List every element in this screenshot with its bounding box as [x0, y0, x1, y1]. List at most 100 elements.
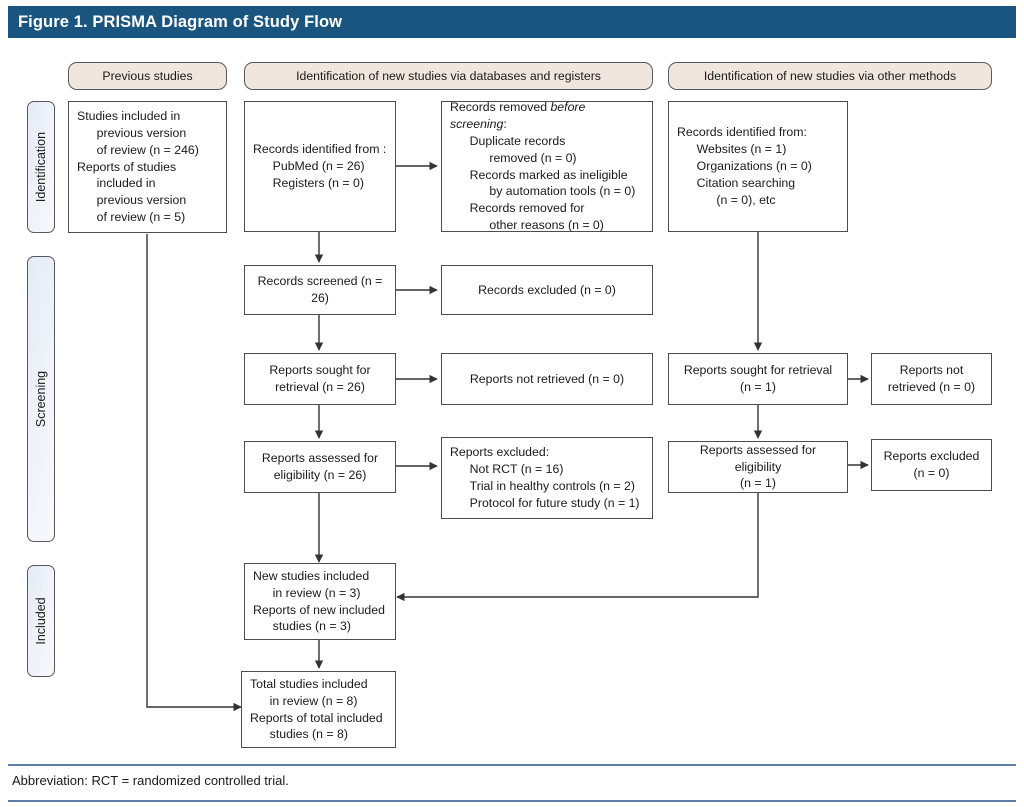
page-title: Figure 1. PRISMA Diagram of Study Flow: [18, 12, 343, 31]
box-line: of review (n = 5): [96, 210, 186, 225]
box-reports-excluded-other-content: Reports excluded (n = 0): [872, 448, 991, 482]
box-line: Records identified from :: [253, 142, 387, 157]
box-line: Reports sought for: [269, 363, 371, 378]
box-line: Citation searching: [696, 175, 796, 190]
box-total-studies-included-content: Total studies included in review (n = 8) R…: [242, 676, 395, 744]
box-line: Registers (n = 0): [272, 175, 364, 190]
box-reports-assessed: Reports assessed for eligibility (n = 26): [244, 441, 396, 493]
box-line: Reports of studies: [77, 159, 177, 174]
stage-label-identification: Identification: [27, 101, 55, 233]
box-records-screened-content: Records screened (n = 26): [245, 273, 395, 307]
box-reports-assessed-content: Reports assessed for eligibility (n = 26): [245, 450, 395, 484]
box-line: (n = 0), etc: [716, 192, 776, 207]
box-records-identified: Records identified from : PubMed (n = 26)…: [244, 101, 396, 232]
box-line: Studies included in: [77, 108, 181, 123]
stage-label-included: Included: [27, 565, 55, 677]
box-line: other reasons (n = 0): [489, 218, 604, 233]
box-line: Websites (n = 1): [696, 142, 787, 157]
box-new-studies-included: New studies included in review (n = 3) Rep…: [244, 563, 396, 640]
box-line: previous version: [96, 125, 187, 140]
box-line: Records excluded (n = 0): [478, 282, 616, 297]
box-reports-not-retrieved-other-content: Reports not retrieved (n = 0): [872, 362, 991, 396]
box-reports-excluded-other: Reports excluded (n = 0): [871, 439, 992, 491]
footer-rule-bottom: [8, 800, 1016, 802]
box-reports-not-retrieved-content: Reports not retrieved (n = 0): [442, 371, 652, 388]
box-line: (n = 0): [913, 466, 950, 480]
box-line: by automation tools (n = 0): [489, 184, 636, 199]
box-reports-sought-content: Reports sought for retrieval (n = 26): [245, 362, 395, 396]
arrow-previousstudies-to-totalstudies: [146, 234, 242, 712]
box-previous-studies: Studies included in previous version of re…: [68, 101, 227, 233]
box-line: (n = 1): [740, 476, 776, 491]
box-records-identified-other-content: Records identified from: Websites (n = 1)…: [669, 124, 847, 209]
box-line: removed (n = 0): [489, 150, 577, 165]
box-records-screened: Records screened (n = 26): [244, 265, 396, 315]
box-total-studies-included: Total studies included in review (n = 8) R…: [241, 671, 396, 748]
box-previous-studies-content: Studies included in previous version of re…: [69, 108, 226, 227]
box-reports-excluded-detail-content: Reports excluded:Not RCT (n = 16)Trial i…: [442, 444, 652, 512]
box-records-excluded: Records excluded (n = 0): [441, 265, 653, 315]
box-line: eligibility (n = 26): [273, 468, 367, 482]
column-header-other-methods: Identification of new studies via other …: [668, 62, 992, 90]
box-line: Trial in healthy controls (n = 2): [469, 479, 635, 493]
box-reports-assessed-other: Reports assessed for eligibility (n = 1): [668, 441, 848, 493]
box-line: Reports not: [899, 363, 964, 378]
box-line: Total studies included: [250, 676, 368, 691]
figure-title-bar: Figure 1. PRISMA Diagram of Study Flow: [8, 6, 1016, 38]
box-line: in review (n = 3): [272, 585, 361, 600]
box-reports-sought-other: Reports sought for retrieval (n = 1): [668, 353, 848, 405]
box-records-excluded-content: Records excluded (n = 0): [442, 282, 652, 299]
box-line: Duplicate records: [469, 133, 566, 148]
box-new-studies-included-content: New studies included in review (n = 3) Rep…: [245, 568, 395, 636]
box-line: Reports of new included: [253, 602, 385, 617]
box-line: Reports assessed for: [261, 451, 379, 466]
box-line: previous version: [96, 193, 187, 208]
box-line: Records screened (n = 26): [257, 274, 383, 305]
column-header-other-methods-text: Identification of new studies via other …: [703, 69, 957, 83]
box-line: Records removed before screening:: [450, 99, 586, 131]
stage-label-screening-text: Screening: [34, 370, 48, 428]
box-records-removed-content: Records removed before screening: Duplica…: [442, 99, 652, 235]
box-records-removed: Records removed before screening: Duplica…: [441, 99, 653, 235]
box-line: (n = 1): [740, 380, 776, 394]
column-header-databases-registers: Identification of new studies via databa…: [244, 62, 653, 90]
box-line: Reports excluded: [883, 449, 980, 464]
box-line: Records marked as ineligible: [469, 167, 628, 182]
column-header-databases-registers-text: Identification of new studies via databa…: [296, 69, 601, 83]
box-line: PubMed (n = 26): [272, 159, 365, 174]
box-line: retrieval (n = 26): [275, 380, 365, 394]
box-line: in review (n = 8): [269, 693, 358, 708]
box-reports-not-retrieved-other: Reports not retrieved (n = 0): [871, 353, 992, 405]
box-line: Reports of total included: [250, 710, 383, 725]
box-line: Protocol for future study (n = 1): [469, 495, 640, 510]
column-header-previous-studies-text: Previous studies: [102, 69, 193, 83]
box-reports-excluded-detail: Reports excluded:Not RCT (n = 16)Trial i…: [441, 437, 653, 519]
box-line: Organizations (n = 0): [696, 159, 812, 174]
box-reports-not-retrieved: Reports not retrieved (n = 0): [441, 353, 653, 405]
stage-label-screening: Screening: [27, 256, 55, 542]
stage-label-identification-text: Identification: [34, 131, 48, 203]
box-records-identified-content: Records identified from : PubMed (n = 26)…: [245, 141, 395, 192]
footer-rule-top: [8, 764, 1016, 766]
box-line: Records removed for: [469, 201, 585, 216]
box-line: studies (n = 8): [269, 727, 348, 742]
box-line: studies (n = 3): [272, 619, 351, 634]
box-reports-sought-other-content: Reports sought for retrieval (n = 1): [669, 362, 847, 396]
footer-abbreviation-note: Abbreviation: RCT = randomized controlle…: [12, 773, 289, 788]
box-line: Not RCT (n = 16): [469, 462, 564, 477]
column-header-previous-studies: Previous studies: [68, 62, 227, 90]
box-line: included in: [96, 176, 156, 191]
box-reports-assessed-other-content: Reports assessed for eligibility (n = 1): [669, 442, 847, 493]
stage-label-included-text: Included: [34, 597, 48, 645]
box-line: New studies included: [253, 568, 370, 583]
box-line: retrieved (n = 0): [887, 380, 976, 394]
box-records-identified-other: Records identified from: Websites (n = 1)…: [668, 101, 848, 232]
box-reports-sought: Reports sought for retrieval (n = 26): [244, 353, 396, 405]
box-line: Reports assessed for eligibility: [699, 442, 817, 474]
box-line-emphasis: before screening: [450, 99, 586, 131]
box-line: Reports not retrieved (n = 0): [469, 371, 625, 386]
box-line: Reports sought for retrieval: [683, 363, 833, 378]
box-line: of review (n = 246): [96, 142, 199, 157]
box-line: Records identified from:: [677, 125, 807, 140]
